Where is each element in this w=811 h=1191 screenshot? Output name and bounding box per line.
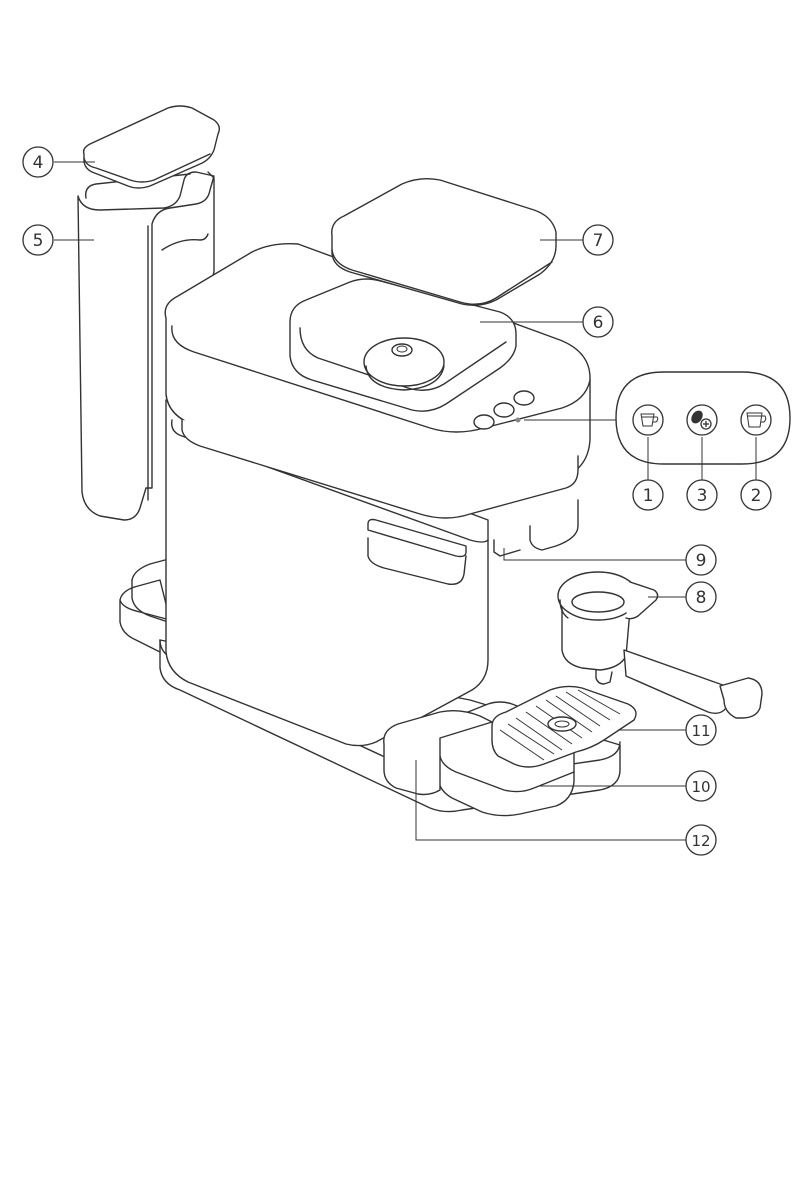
callout-1: 1: [633, 480, 663, 510]
callout-3: 3: [687, 480, 717, 510]
svg-text:8: 8: [696, 588, 707, 608]
svg-text:5: 5: [33, 231, 44, 251]
espresso-button: [633, 405, 663, 435]
svg-text:3: 3: [697, 486, 708, 506]
svg-text:9: 9: [696, 551, 707, 571]
callout-11: 11: [686, 715, 716, 745]
svg-text:4: 4: [33, 153, 44, 173]
callout-10: 10: [686, 771, 716, 801]
svg-text:6: 6: [593, 313, 604, 333]
svg-text:10: 10: [691, 778, 710, 796]
svg-text:1: 1: [643, 486, 654, 506]
callout-2: 2: [741, 480, 771, 510]
svg-text:2: 2: [751, 486, 762, 506]
callout-6: 6: [583, 307, 613, 337]
callout-8: 8: [686, 582, 716, 612]
svg-text:7: 7: [593, 231, 604, 251]
callout-12: 12: [686, 825, 716, 855]
callout-7: 7: [583, 225, 613, 255]
large-coffee-button: [741, 405, 771, 435]
svg-text:11: 11: [691, 722, 710, 740]
svg-text:12: 12: [691, 832, 710, 850]
beans-strength-button: [687, 405, 717, 435]
callout-5: 5: [23, 225, 53, 255]
callout-4: 4: [23, 147, 53, 177]
callout-9: 9: [686, 545, 716, 575]
